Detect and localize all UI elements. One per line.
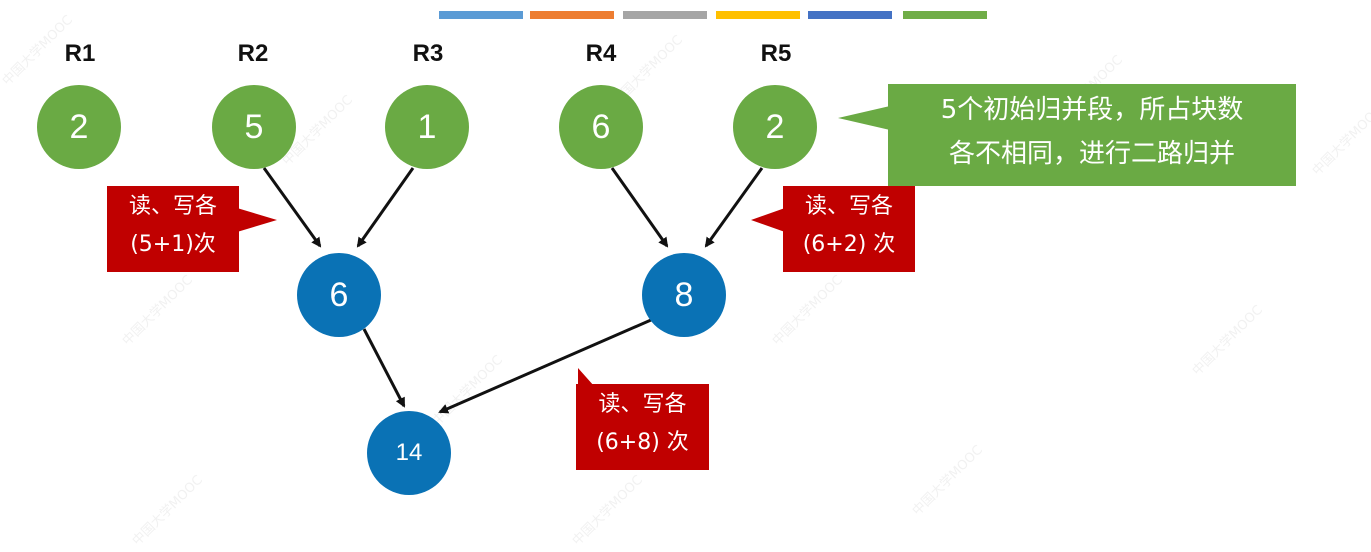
run-node-r4: 6 (559, 85, 643, 169)
note-line2: 各不相同，进行二路归并 (948, 139, 1235, 169)
color-bar-1 (439, 11, 523, 19)
run-label-r1: R1 (64, 40, 96, 67)
callout-left-pointer (237, 208, 277, 232)
color-bar-4 (716, 11, 800, 19)
callout-right-line1: 读、写各 (804, 194, 893, 219)
note-box: 5个初始归并段，所占块数 各不相同，进行二路归并 (838, 84, 1296, 186)
callout-right-line2: (6+2) 次 (802, 232, 896, 257)
run-node-r2: 5 (212, 85, 296, 169)
callout-right: 读、写各 (6+2) 次 (751, 186, 915, 272)
arrow-r4-to-8 (610, 167, 669, 248)
arrow-8-to-14 (438, 318, 652, 414)
note-line1: 5个初始归并段，所占块数 (940, 95, 1244, 125)
callout-right-pointer (751, 208, 785, 232)
run-label-r4: R4 (585, 40, 617, 67)
run-label-r2: R2 (237, 40, 269, 67)
callout-left-line1: 读、写各 (128, 194, 217, 219)
color-bar-3 (623, 11, 707, 19)
arrow-r2-to-6 (262, 167, 322, 248)
run-label-r5: R5 (760, 40, 792, 67)
merged-node-left: 6 (297, 253, 381, 337)
callout-left: 读、写各 (5+1)次 (107, 186, 277, 272)
run-node-r1: 2 (37, 85, 121, 169)
callout-bottom: 读、写各 (6+8) 次 (576, 368, 709, 470)
run-label-r3: R3 (412, 40, 444, 67)
callout-left-line2: (5+1)次 (130, 232, 216, 257)
callout-bottom-line1: 读、写各 (598, 392, 687, 417)
merged-node-final: 14 (367, 411, 451, 495)
arrow-6-to-14 (362, 328, 406, 408)
run-node-r3: 1 (385, 85, 469, 169)
callout-bottom-line2: (6+8) 次 (596, 430, 689, 455)
callout-bottom-pointer (578, 368, 594, 386)
merged-node-right: 8 (642, 253, 726, 337)
arrow-r5-to-8 (704, 167, 764, 248)
note-pointer (838, 106, 890, 130)
run-node-r5: 2 (733, 85, 817, 169)
arrow-r3-to-6 (356, 167, 415, 248)
color-bar-2 (530, 11, 614, 19)
color-bar-6 (903, 11, 987, 19)
color-bar-5 (808, 11, 892, 19)
